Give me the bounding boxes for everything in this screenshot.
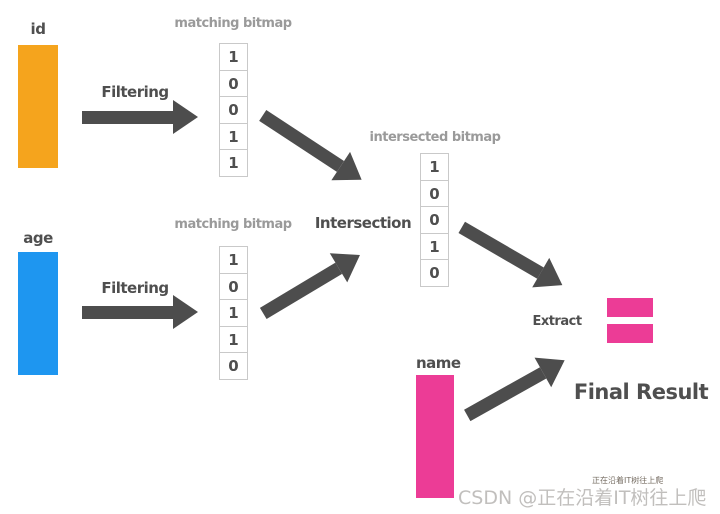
filtering-arrow-id	[82, 99, 198, 135]
bitmap-cell: 1	[219, 246, 248, 274]
age-column-bar	[18, 252, 58, 375]
bitmap-cell: 1	[219, 299, 248, 327]
arrow-head-icon	[173, 295, 198, 329]
age-column-label: age	[23, 229, 53, 247]
id-column-bar	[18, 45, 58, 168]
arrow-head-icon	[173, 100, 198, 134]
bitmap-cell: 0	[219, 69, 248, 98]
id-to-intersection-arrow	[253, 100, 371, 195]
filtering-arrow-age	[82, 294, 198, 330]
bitmap-cell: 0	[420, 259, 449, 287]
name-to-final-result-arrow	[458, 344, 573, 430]
csdn-watermark: CSDN @正在沿着IT树往上爬	[458, 487, 707, 509]
age-to-intersection-arrow	[254, 240, 369, 329]
bitmap-cell: 0	[219, 96, 248, 124]
arrow-shaft	[458, 221, 544, 279]
matching-bitmap-id: 1 0 0 1 1	[219, 43, 248, 177]
arrow-shaft	[82, 305, 173, 319]
intersected-bitmap: 1 0 0 1 0	[420, 153, 449, 287]
bitmap-cell: 0	[420, 179, 449, 208]
matching-bitmap-title-age: matching bitmap	[174, 217, 292, 232]
filtering-label-id: Filtering	[101, 83, 169, 101]
result-row-bar-1	[607, 298, 653, 317]
arrow-shaft	[259, 262, 342, 319]
bitmap-cell: 1	[420, 153, 449, 181]
arrow-shaft	[82, 110, 173, 124]
bitmap-cell: 1	[219, 149, 248, 177]
intersected-bitmap-title: intersected bitmap	[369, 130, 501, 145]
bitmap-cell: 0	[420, 206, 449, 234]
bitmap-cell: 1	[219, 122, 248, 151]
intersection-label: Intersection	[314, 214, 412, 232]
bitmap-cell: 1	[219, 325, 248, 354]
filtering-label-age: Filtering	[101, 279, 169, 297]
extract-label: Extract	[532, 314, 582, 329]
intersected-to-extract-arrow	[453, 211, 571, 300]
result-row-bar-2	[607, 324, 653, 343]
final-result-label: Final Result	[573, 380, 709, 404]
name-column-bar	[416, 375, 454, 498]
watermark-overlay-text: 正在沿着IT树往上爬	[592, 476, 664, 485]
arrow-shaft	[463, 366, 547, 421]
bitmap-cell: 0	[219, 352, 248, 380]
matching-bitmap-title-id: matching bitmap	[174, 16, 292, 31]
bitmap-cell: 1	[219, 43, 248, 71]
bitmap-cell: 1	[420, 232, 449, 261]
matching-bitmap-age: 1 0 1 1 0	[219, 246, 248, 380]
arrow-shaft	[259, 109, 345, 172]
name-column-label: name	[416, 354, 461, 372]
bitmap-cell: 0	[219, 272, 248, 301]
id-column-label: id	[30, 20, 46, 38]
